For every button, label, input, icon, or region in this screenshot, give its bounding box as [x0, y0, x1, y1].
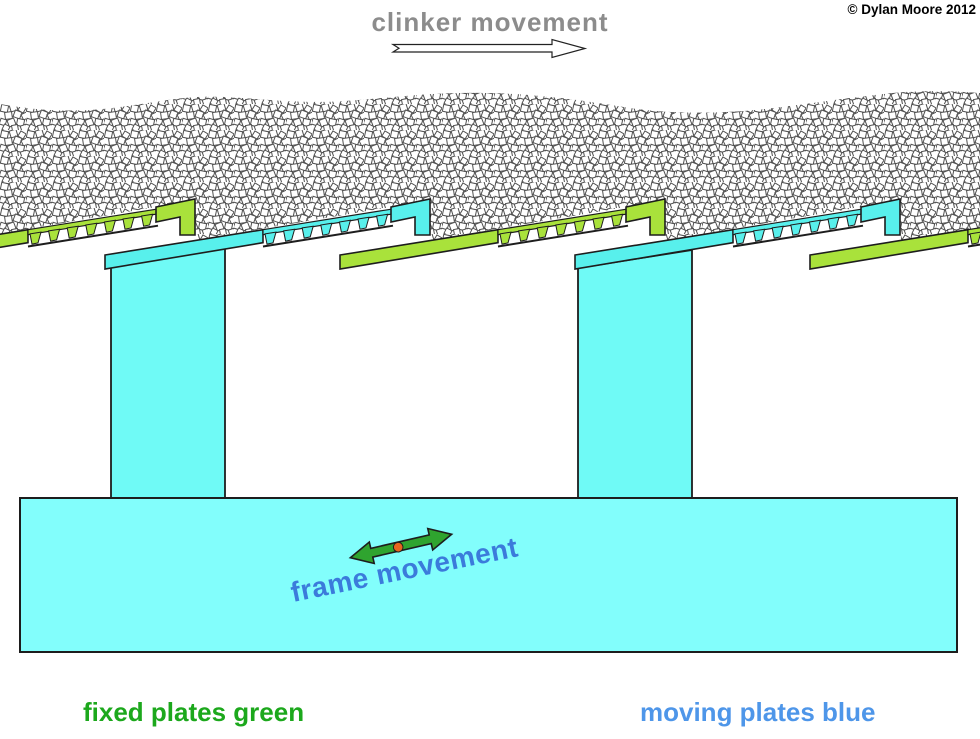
clinker-direction-arrow-icon: [390, 38, 588, 59]
copyright-text: © Dylan Moore 2012: [848, 2, 977, 17]
support-column-2: [577, 248, 693, 500]
moving-frame: [19, 497, 958, 653]
page-title: clinker movement: [371, 7, 608, 37]
support-column-1: [110, 246, 226, 500]
legend-moving-plates: moving plates blue: [640, 697, 876, 727]
legend-fixed-plates: fixed plates green: [83, 697, 304, 727]
clinker-bed: [0, 91, 980, 240]
pivot-dot-icon: [392, 541, 404, 553]
